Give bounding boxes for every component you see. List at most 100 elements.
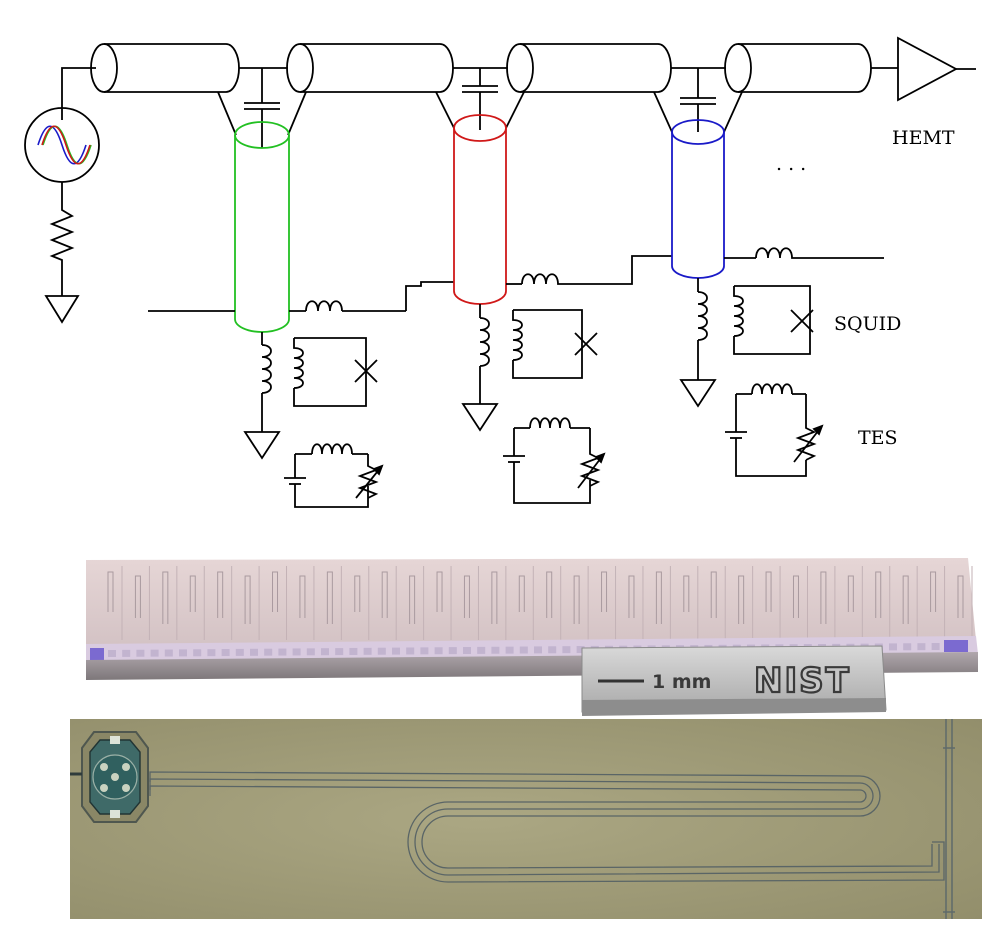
chip-resonator-line [354, 575, 361, 612]
chip-bond-pad [931, 643, 940, 651]
source-resistor [49, 182, 75, 296]
chip-bond-pad [477, 646, 486, 654]
chip-bond-pad [406, 647, 415, 655]
chip-bond-pad [448, 647, 457, 655]
battery-icon [503, 450, 525, 466]
battery-icon [725, 426, 747, 442]
resonator-3 [653, 68, 884, 477]
chip-bond-pad [108, 650, 116, 657]
chip-resonator-line [683, 575, 690, 612]
nist-logo: NIST [754, 661, 851, 701]
chip-resonator-line [244, 575, 251, 624]
chip-bond-pad [889, 643, 897, 651]
chip-bond-pad [122, 649, 131, 657]
variable-resistor-icon [793, 420, 824, 463]
junction-cross-icon [354, 359, 378, 383]
chip-bond-pad [335, 648, 344, 656]
chip-bond-pad [491, 646, 500, 654]
chip-bond-pad [548, 646, 557, 654]
inductor-coil-icon [311, 443, 353, 455]
chip-resonator-line [272, 571, 279, 612]
squid-label: SQUID [834, 313, 901, 335]
squid-coupler-pad [70, 731, 149, 823]
chip-bond-pad [463, 647, 471, 654]
chip-bond-pad [179, 649, 187, 657]
coax-segment-4 [724, 43, 872, 93]
meander-resonator [149, 771, 945, 883]
inductor-coil-icon [529, 417, 571, 429]
junction-cross-icon [574, 332, 598, 356]
resonator-2 [435, 68, 606, 504]
chip-resonator-line [710, 571, 717, 618]
chip-resonator-line [381, 571, 388, 618]
variable-resistor-icon [577, 446, 606, 489]
chip-resonator-line [162, 571, 169, 624]
chip-bond-pad [505, 646, 514, 654]
inductor-coil-icon [512, 310, 523, 361]
inductor-coil-icon [261, 344, 272, 394]
chip-bond-pad [193, 649, 202, 657]
coax-segment-1 [90, 43, 240, 93]
chip-bond-pad [903, 643, 912, 651]
chip-bond-pad [917, 643, 926, 651]
inductor-coil-icon [755, 247, 884, 259]
bias-line [578, 255, 672, 285]
chip-bond-pad [349, 647, 358, 655]
chip-bond-pad [534, 646, 542, 654]
chip-resonator-line [299, 575, 306, 618]
ground-icon [461, 403, 499, 432]
chip-resonator-line [326, 571, 333, 624]
chip-resonator-line [847, 575, 854, 612]
chip-resonator-line [875, 571, 882, 618]
circuit-schematic [24, 36, 976, 508]
chip-resonator-line [107, 571, 114, 612]
chip-bond-pad [434, 647, 443, 655]
chip-bond-pad [562, 646, 571, 654]
chip-resonator-line [573, 575, 580, 624]
chip-bond-pad [420, 647, 429, 655]
ground-icon [44, 295, 80, 324]
chip-bond-pad [164, 649, 173, 657]
chip-resonator-line [738, 575, 745, 624]
die-background [70, 719, 982, 919]
chip-resonator-line [546, 571, 553, 618]
inductor-coil-icon [479, 317, 490, 367]
tes-label: TES [858, 427, 898, 449]
chip-bond-pad [207, 649, 216, 657]
scale-block: 1 mm NIST [581, 645, 887, 716]
inductor-coil-icon [751, 383, 793, 395]
amplifier-triangle-icon [897, 36, 958, 102]
chip-top-face [86, 558, 976, 648]
chip-bond-pad [519, 646, 528, 654]
chip-bond-pad [321, 648, 329, 656]
chip-resonator-line [436, 571, 443, 612]
chip-resonator-line [518, 575, 525, 612]
chip-resonator-line [765, 571, 772, 612]
inductor-coil-icon [305, 300, 406, 312]
chip-bond-pad [221, 649, 230, 657]
chip-bond-pad [235, 648, 244, 656]
chip-resonator-line [409, 575, 416, 624]
chip-bond-pad [377, 647, 386, 655]
inductor-coil-icon [697, 291, 708, 341]
scale-bar-label: 1 mm [652, 671, 711, 693]
chip-bond-pad [278, 648, 287, 656]
chip-bond-pad [150, 649, 159, 657]
junction-cross-icon [790, 309, 814, 333]
chip-bond-pad [363, 647, 372, 655]
resonator-1 [148, 68, 406, 508]
chip-resonator-array [107, 566, 973, 640]
chip-resonator-line [628, 575, 635, 618]
chip-resonator-line [655, 571, 662, 624]
chip-resonator-line [820, 571, 827, 624]
chip-bond-pad [576, 646, 585, 654]
inductor-coil-icon [733, 286, 744, 337]
coax-segment-3 [506, 43, 672, 93]
coax-segment-2 [286, 43, 454, 93]
chip-resonator-line [134, 575, 141, 618]
vertical-feedline [943, 719, 955, 919]
inductor-coil-icon [521, 273, 578, 285]
die-micrograph [70, 719, 982, 919]
chip-resonator-line [930, 571, 937, 612]
chip-resonator-line [902, 575, 909, 624]
